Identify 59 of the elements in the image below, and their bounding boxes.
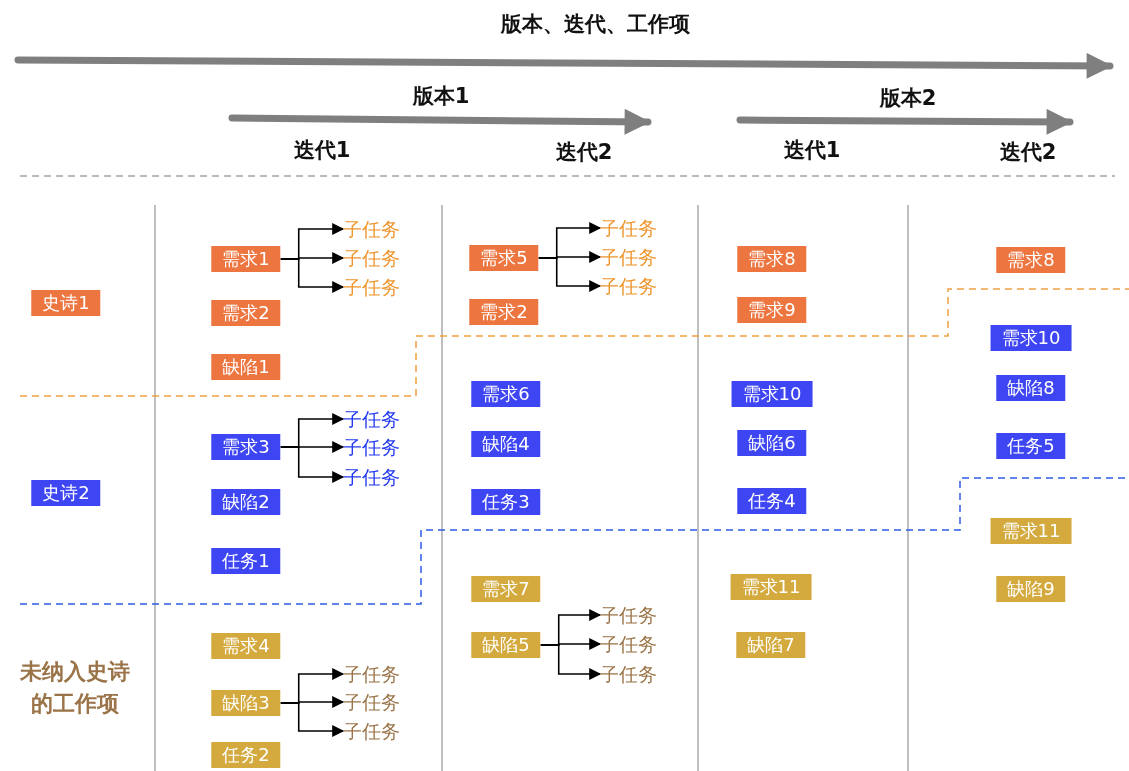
arrow	[539, 644, 602, 680]
subtask-label: 子任务	[343, 466, 400, 488]
work-item-box: 需求8	[737, 246, 807, 272]
subtask-label: 子任务	[343, 691, 400, 713]
work-item-box: 任务2	[211, 742, 281, 768]
work-item-box: 缺陷4	[471, 431, 541, 457]
subtask-label: 子任务	[343, 247, 400, 269]
work-item-box: 需求9	[737, 297, 807, 323]
work-item-box: 史诗1	[31, 290, 101, 316]
subtask-label: 子任务	[343, 436, 400, 458]
arrow	[279, 258, 345, 293]
axis-label: 版本1	[412, 83, 470, 110]
work-item-box: 需求2	[469, 299, 539, 325]
subtask-label: 子任务	[343, 218, 400, 240]
work-item-box: 缺陷8	[996, 375, 1066, 401]
subtask-label: 子任务	[600, 604, 657, 626]
subtask-label: 子任务	[343, 663, 400, 685]
subtask-label: 子任务	[600, 217, 657, 239]
axis-label: 版本2	[879, 85, 937, 112]
work-item-box: 缺陷1	[211, 354, 281, 380]
work-item-box: 任务1	[211, 548, 281, 574]
work-item-box: 缺陷3	[211, 690, 281, 716]
axis-label: 版本、迭代、工作项	[500, 11, 690, 38]
work-item-box: 需求6	[471, 381, 541, 407]
arrow	[279, 702, 345, 737]
axis-label: 迭代2	[555, 139, 613, 166]
arrow	[279, 446, 345, 483]
work-item-box: 任务5	[996, 433, 1066, 459]
axis-label: 迭代1	[293, 137, 351, 164]
work-item-box: 需求10	[731, 381, 813, 407]
work-item-box: 缺陷2	[211, 489, 281, 515]
subtask-label: 子任务	[343, 408, 400, 430]
subtask-label: 子任务	[600, 246, 657, 268]
work-item-box: 需求8	[996, 247, 1066, 273]
work-item-box: 需求10	[990, 325, 1072, 351]
work-item-box: 需求5	[469, 245, 539, 271]
subtask-label: 子任务	[343, 720, 400, 742]
work-item-box: 需求1	[211, 246, 281, 272]
axis-label: 迭代1	[783, 137, 841, 164]
work-item-box: 任务3	[471, 489, 541, 515]
arrow	[537, 257, 602, 292]
row-label: 未纳入史诗的工作项	[19, 658, 131, 718]
work-item-box: 需求3	[211, 434, 281, 460]
subtask-label: 子任务	[600, 663, 657, 685]
work-item-box: 需求7	[471, 576, 541, 602]
work-item-box: 史诗2	[31, 480, 101, 506]
work-item-box: 需求4	[211, 633, 281, 659]
subtask-label: 子任务	[600, 633, 657, 655]
work-item-box: 缺陷7	[736, 632, 806, 658]
axis-label: 迭代2	[999, 139, 1057, 166]
subtask-label: 子任务	[600, 275, 657, 297]
work-item-box: 缺陷6	[737, 430, 807, 456]
work-item-box: 缺陷5	[471, 632, 541, 658]
work-item-box: 需求2	[211, 300, 281, 326]
subtask-label: 子任务	[343, 276, 400, 298]
work-item-box: 任务4	[737, 488, 807, 514]
work-item-box: 需求11	[990, 518, 1072, 544]
work-item-box: 需求11	[730, 574, 812, 600]
work-item-box: 缺陷9	[996, 576, 1066, 602]
